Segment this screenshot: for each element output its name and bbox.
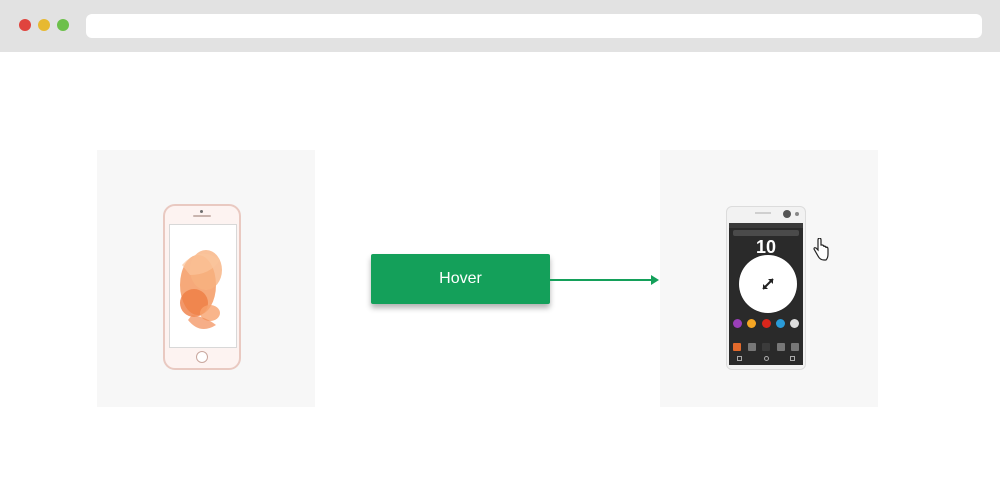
- apps-grid-icon: [733, 343, 741, 351]
- video-app-icon: [761, 319, 771, 328]
- address-bar[interactable]: [86, 14, 982, 38]
- speaker-slot: [755, 212, 771, 214]
- dock-row: [733, 343, 799, 352]
- iphone-image: [163, 204, 241, 370]
- expand-arrows-icon: [762, 278, 774, 290]
- camera-dot: [200, 210, 203, 213]
- front-sensor: [795, 212, 799, 216]
- product-card-iphone: [97, 150, 315, 407]
- music-app-icon: [733, 319, 742, 328]
- speaker-slot: [193, 215, 211, 217]
- messages-app-icon: [776, 343, 785, 351]
- close-window-dot[interactable]: [19, 19, 31, 31]
- launcher-icon: [762, 343, 770, 351]
- navigation-bar: [737, 356, 795, 362]
- store-app-icon: [775, 319, 785, 328]
- product-card-android: 10: [660, 150, 878, 407]
- maximize-window-dot[interactable]: [57, 19, 69, 31]
- hand-pointer-icon: [813, 238, 829, 261]
- hover-button[interactable]: Hover: [371, 254, 550, 304]
- betta-fish-wallpaper-icon: [180, 250, 222, 329]
- minimize-window-dot[interactable]: [38, 19, 50, 31]
- browser-toolbar: [0, 0, 1000, 52]
- zoom-overlay-button[interactable]: [739, 255, 797, 313]
- phone-app-icon: [791, 343, 799, 351]
- home-button: [196, 351, 208, 363]
- home-nav-icon: [763, 356, 769, 361]
- app-icons-row: [733, 319, 799, 329]
- search-widget: [733, 230, 799, 236]
- iphone-screen: [169, 224, 237, 348]
- recents-nav-icon: [790, 356, 795, 361]
- front-camera: [783, 210, 791, 218]
- clock-widget: 10: [755, 237, 777, 257]
- back-nav-icon: [737, 356, 742, 361]
- emoji-app-icon: [747, 319, 757, 328]
- tips-app-icon: [790, 319, 799, 328]
- arrow-right-icon: [550, 275, 659, 285]
- camera-app-icon: [747, 343, 756, 351]
- status-bar: [729, 223, 803, 228]
